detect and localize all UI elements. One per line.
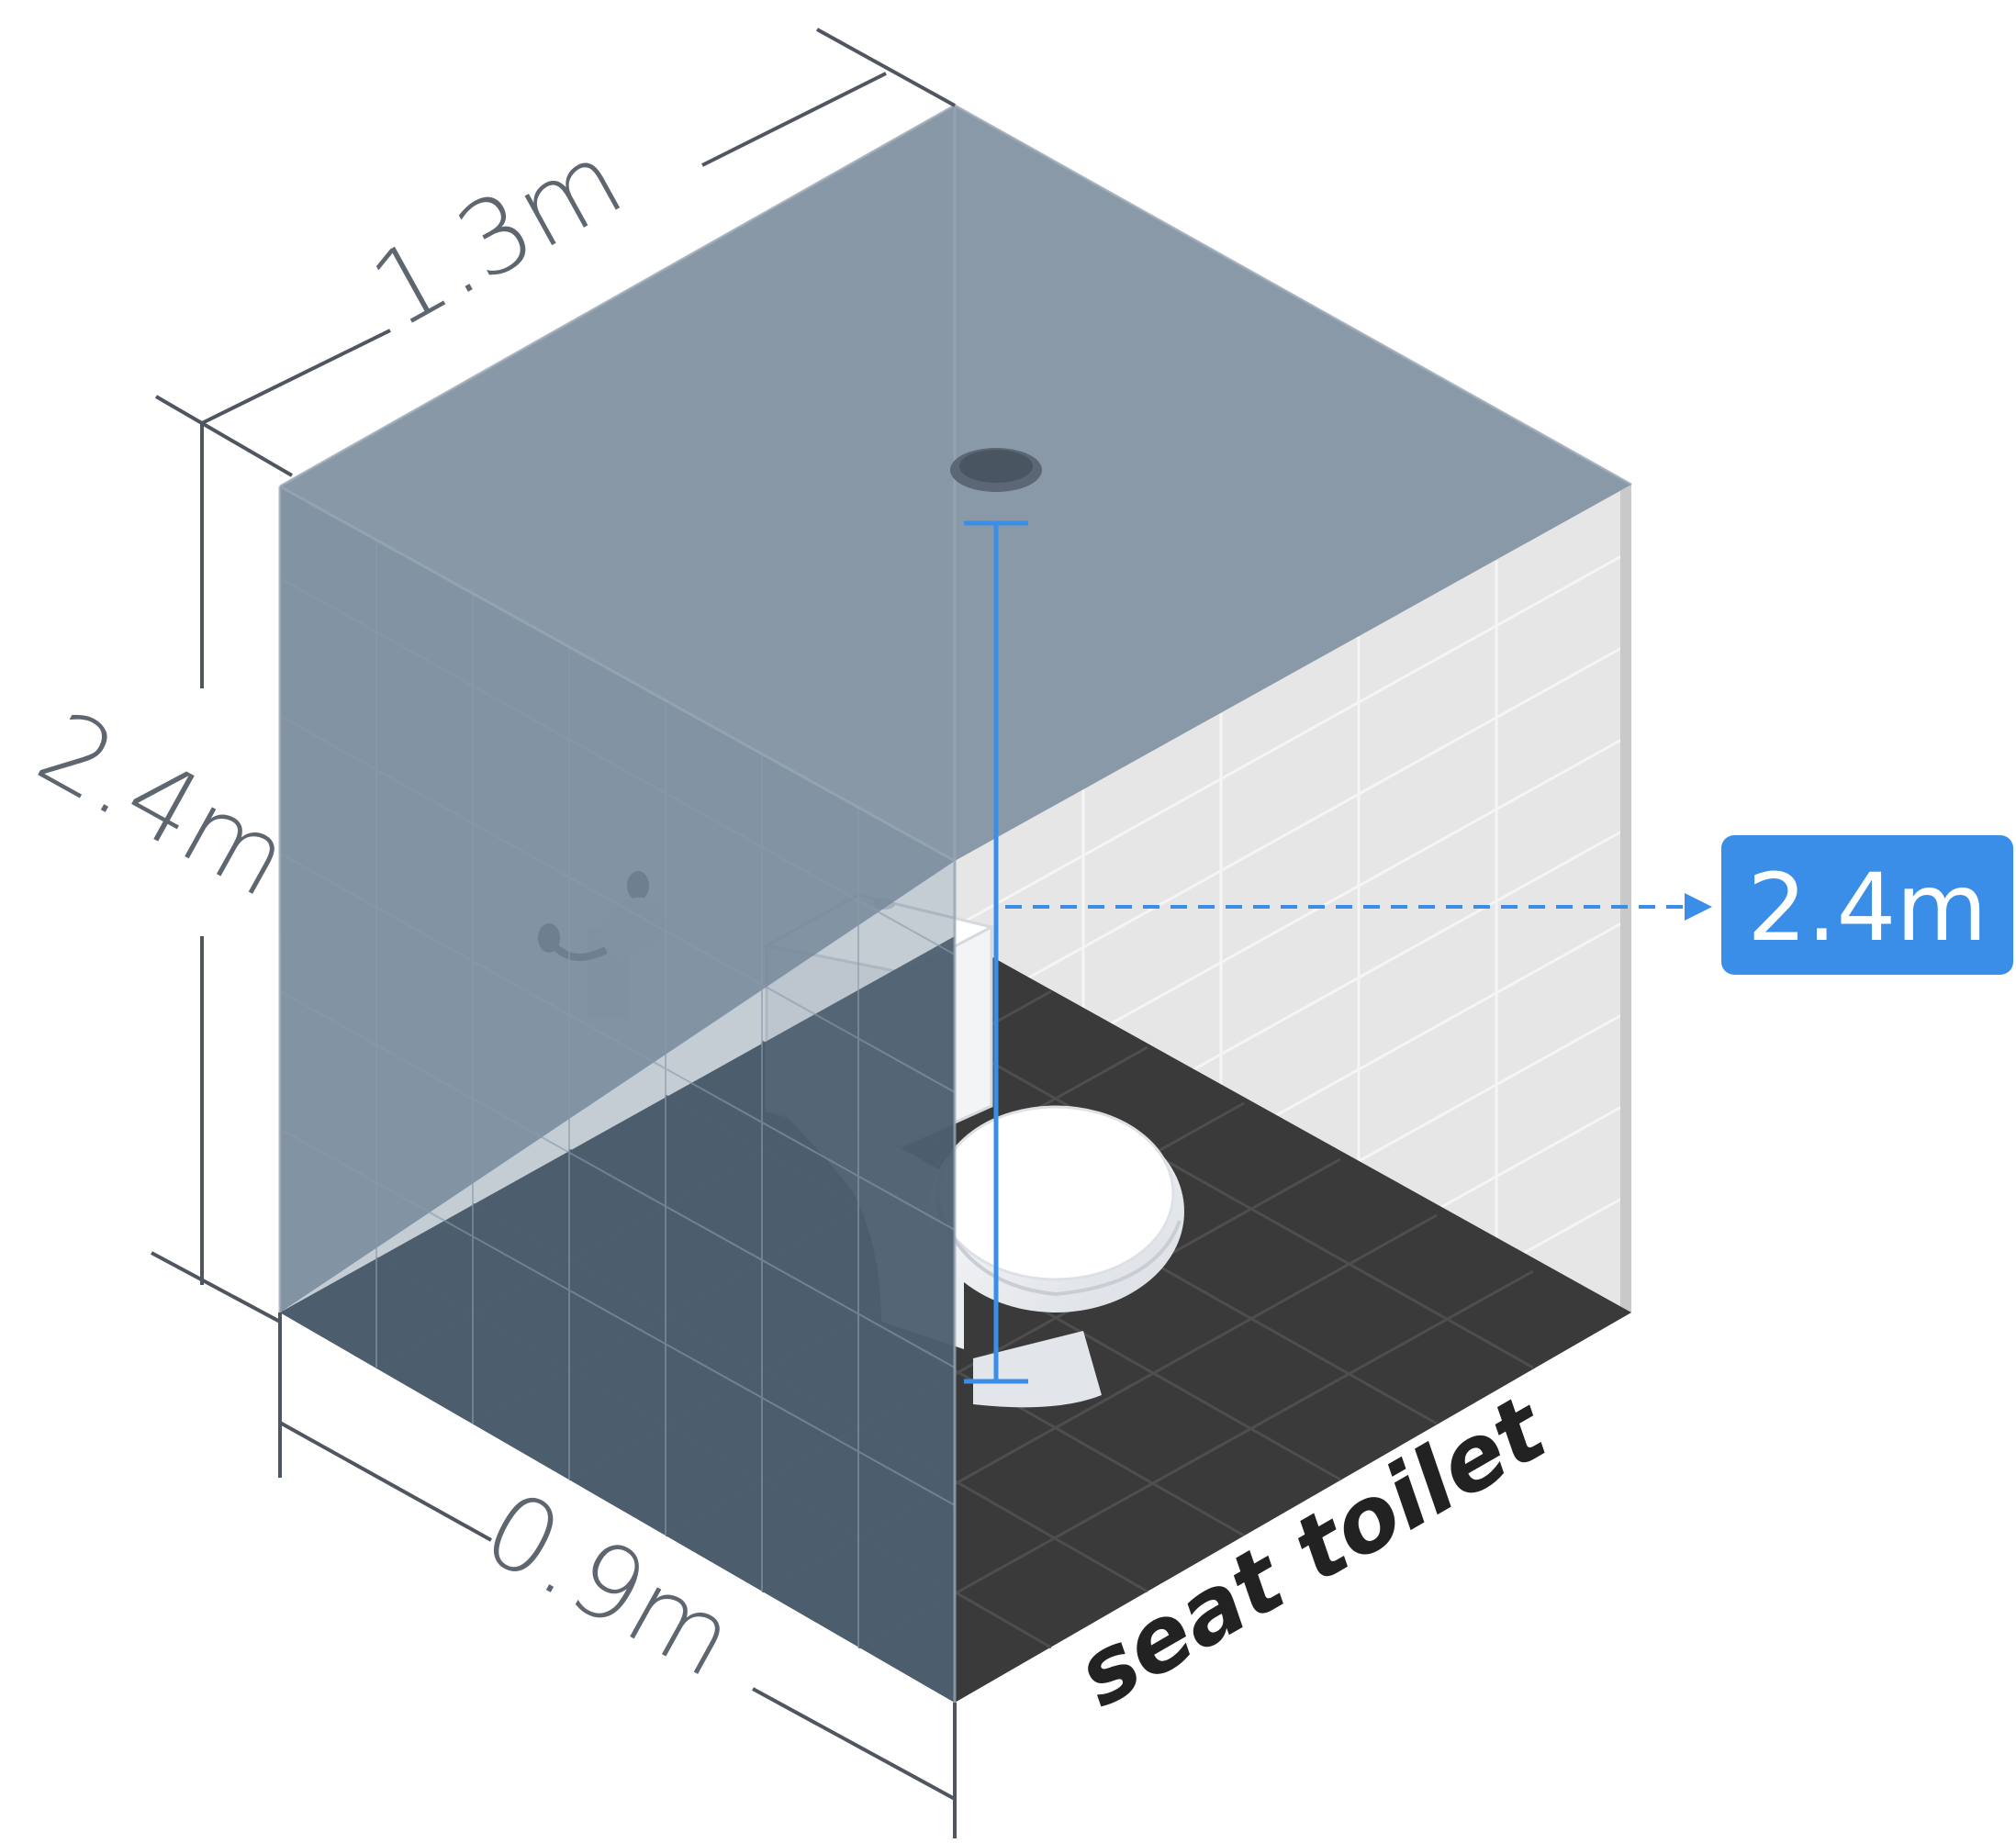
right-wall-edge — [1620, 485, 1631, 1319]
ceiling-light-icon — [950, 448, 1042, 492]
wall-overlay — [280, 106, 1631, 1703]
height-dimension-label: 2.4m — [19, 688, 308, 921]
height-measure-line — [964, 520, 1028, 1384]
overlay-tiles — [279, 162, 956, 1648]
height-badge: 2.4m — [1721, 835, 2013, 975]
measure-pointer — [1005, 893, 1712, 921]
height-badge-value: 2.4m — [1747, 854, 1988, 963]
dimension-lines — [151, 28, 957, 1838]
